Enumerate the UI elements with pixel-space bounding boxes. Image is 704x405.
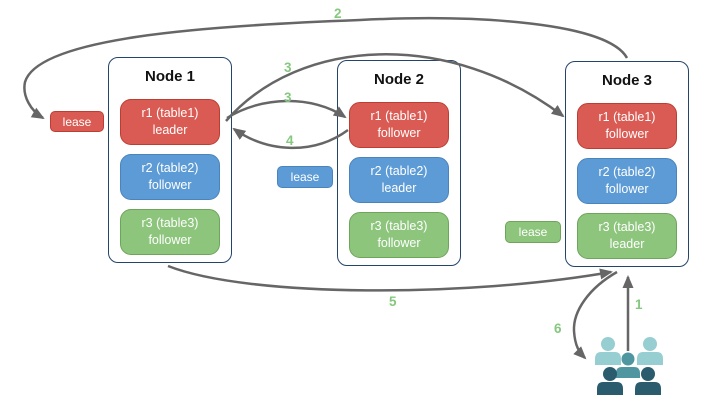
- arrow-4-path: [232, 127, 349, 150]
- replica-name: r2 (table2): [370, 164, 428, 178]
- node3-r1-replica: r1 (table1) follower: [577, 103, 677, 149]
- lease-badge-r3: lease: [505, 221, 561, 243]
- replica-role: leader: [152, 123, 188, 137]
- node-3-title: Node 3: [601, 72, 652, 89]
- arrow-label-5: 5: [389, 294, 397, 309]
- replica-name: r2 (table2): [598, 165, 656, 179]
- replica-name: r1 (table1): [370, 109, 428, 123]
- replica-role: follower: [605, 127, 649, 141]
- replica-role: follower: [148, 233, 192, 247]
- node-2-title: Node 2: [373, 71, 424, 88]
- replica-role: leader: [381, 181, 417, 195]
- users-icon: [595, 337, 663, 395]
- arrow-label-1: 1: [635, 297, 643, 312]
- arrow-3-to-node2-path: [226, 99, 347, 120]
- node2-r2-replica: r2 (table2) leader: [349, 157, 449, 203]
- node3-r3-replica: r3 (table3) leader: [577, 213, 677, 259]
- lease-badge-r1: lease: [50, 111, 104, 132]
- arrow-6-path: [572, 270, 618, 360]
- lease-badge-r2: lease: [277, 166, 333, 188]
- arrow-label-2: 2: [334, 6, 342, 21]
- replica-role: leader: [609, 237, 645, 251]
- replica-role: follower: [377, 126, 421, 140]
- node1-r3-replica: r3 (table3) follower: [120, 209, 220, 255]
- node3-r2-replica: r2 (table2) follower: [577, 158, 677, 204]
- node1-r1-replica: r1 (table1) leader: [120, 99, 220, 145]
- replica-name: r3 (table3): [598, 220, 656, 234]
- node-1-card: Node 1 r1 (table1) leader r2 (table2) fo…: [108, 57, 232, 263]
- replica-role: follower: [605, 182, 649, 196]
- arrow-2-path: [23, 17, 629, 120]
- replica-name: r3 (table3): [370, 219, 428, 233]
- replica-role: follower: [148, 178, 192, 192]
- arrow-label-3-upper: 3: [284, 60, 292, 75]
- replica-name: r2 (table2): [141, 161, 199, 175]
- replica-role: follower: [377, 236, 421, 250]
- node-3-card: Node 3 r1 (table1) follower r2 (table2) …: [565, 61, 689, 267]
- arrow-label-3-lower: 3: [284, 90, 292, 105]
- arrow-label-6: 6: [554, 321, 562, 336]
- node-2-card: Node 2 r1 (table1) follower r2 (table2) …: [337, 60, 461, 266]
- node-1-title: Node 1: [144, 68, 195, 85]
- replica-name: r1 (table1): [141, 106, 199, 120]
- arrow-3-to-node3-path: [225, 53, 565, 122]
- node2-r1-replica: r1 (table1) follower: [349, 102, 449, 148]
- node2-r3-replica: r3 (table3) follower: [349, 212, 449, 258]
- arrow-label-4: 4: [286, 133, 294, 148]
- arrow-5-path: [167, 264, 613, 292]
- node1-r2-replica: r2 (table2) follower: [120, 154, 220, 200]
- replica-name: r3 (table3): [141, 216, 199, 230]
- replica-name: r1 (table1): [598, 110, 656, 124]
